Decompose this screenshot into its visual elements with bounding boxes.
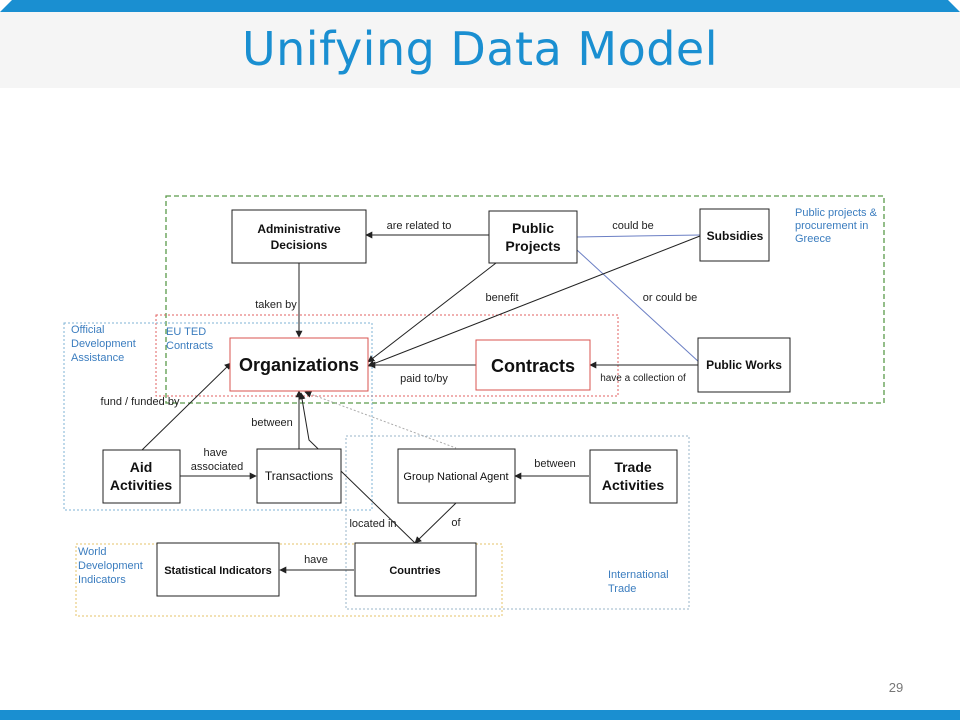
edge-group-national-agent-to-countries bbox=[414, 502, 457, 544]
region-label-world-dev: World Development Indicators bbox=[78, 546, 146, 586]
region-world-dev bbox=[75, 543, 503, 617]
edge-label-have: have bbox=[304, 554, 328, 566]
region-label-oda: Official Development Assistance bbox=[71, 324, 139, 364]
edge-label-fund-funded-by: fund / funded by bbox=[101, 396, 180, 408]
edge-countries-to-organizations bbox=[298, 392, 416, 544]
svg-text:Contracts: Contracts bbox=[491, 356, 575, 376]
edge-label-taken-by: taken by bbox=[255, 299, 297, 311]
edge-label-located-in: located in bbox=[349, 518, 396, 530]
region-label-public-projects: Public projects & procurement in Greece bbox=[795, 207, 880, 245]
edge-label-between-transactions: between bbox=[251, 417, 293, 429]
region-oda bbox=[63, 322, 373, 511]
edge-subsidies-to-organizations bbox=[367, 235, 701, 367]
page-number: 29 bbox=[888, 680, 904, 695]
edge-public-projects-to-subsidies bbox=[576, 234, 701, 238]
title-band bbox=[0, 0, 960, 88]
node-subsidies: Subsidies bbox=[699, 208, 770, 262]
svg-text:Organizations: Organizations bbox=[239, 355, 359, 375]
svg-text:Countries: Countries bbox=[389, 565, 440, 577]
region-international-trade bbox=[345, 435, 690, 610]
bottom-accent-bar bbox=[0, 710, 960, 720]
edge-aid-activities-to-organizations bbox=[141, 362, 232, 451]
edge-public-projects-to-organizations bbox=[367, 262, 497, 363]
edge-label-between-trade: between bbox=[534, 458, 576, 470]
svg-text:Subsidies: Subsidies bbox=[707, 229, 764, 243]
node-countries: Countries bbox=[354, 542, 477, 597]
edge-label-are-related-to: are related to bbox=[387, 220, 452, 232]
region-label-eu-ted: EU TED Contracts bbox=[166, 326, 214, 352]
edge-organizations-to-group-national-agent bbox=[304, 390, 457, 449]
edge-public-projects-to-public-works bbox=[576, 249, 701, 364]
edge-label-of: of bbox=[451, 517, 461, 529]
slide-title: Unifying Data Model bbox=[241, 22, 719, 76]
node-organizations: Organizations bbox=[229, 337, 369, 392]
node-group-national-agent: Group National Agent bbox=[397, 448, 516, 504]
svg-text:Statistical Indicators: Statistical Indicators bbox=[164, 565, 272, 577]
edge-label-have-associated: have associated bbox=[191, 447, 244, 473]
edge-label-or-could-be: or could be bbox=[643, 292, 697, 304]
edge-label-could-be: could be bbox=[612, 220, 654, 232]
region-label-international-trade: International Trade bbox=[608, 569, 672, 595]
node-contracts: Contracts bbox=[475, 339, 591, 391]
node-public-works: Public Works bbox=[697, 337, 791, 393]
edge-label-paid-to-by: paid to/by bbox=[400, 373, 448, 385]
svg-text:Public Works: Public Works bbox=[706, 358, 782, 372]
edge-label-benefit: benefit bbox=[485, 292, 518, 304]
svg-text:Transactions: Transactions bbox=[265, 469, 333, 483]
region-public-projects bbox=[165, 195, 885, 404]
node-statistical-indicators: Statistical Indicators bbox=[156, 542, 280, 597]
top-accent-bar bbox=[0, 0, 960, 12]
svg-text:Group National Agent: Group National Agent bbox=[403, 471, 508, 483]
node-transactions: Transactions bbox=[256, 448, 342, 504]
region-eu-ted bbox=[155, 314, 619, 397]
edge-label-have-a-collection-of: have a collection of bbox=[600, 373, 686, 384]
